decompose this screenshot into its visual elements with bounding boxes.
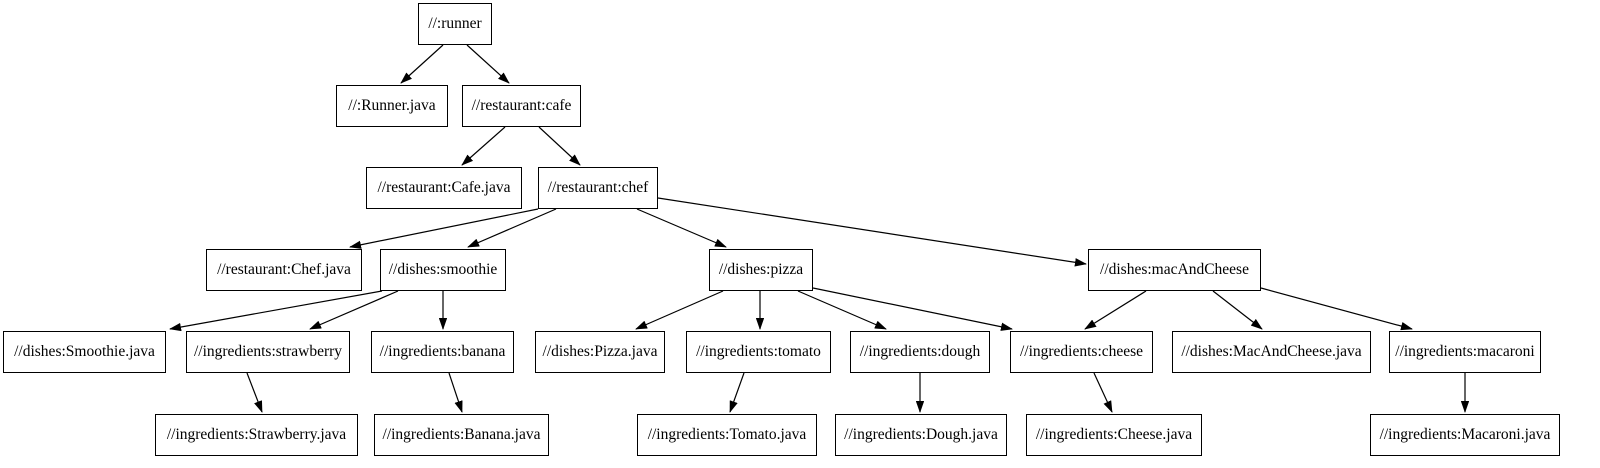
graph-node-label: //ingredients:Strawberry.java — [166, 426, 347, 444]
graph-node-ing-tomato-java[interactable]: //ingredients:Tomato.java — [637, 414, 817, 456]
graph-node-label: //restaurant:Chef.java — [217, 261, 351, 279]
graph-node-restaurant-cafe[interactable]: //restaurant:cafe — [462, 85, 581, 127]
graph-node-label: //dishes:smoothie — [388, 261, 498, 279]
graph-node-label: //ingredients:macaroni — [1395, 343, 1535, 361]
graph-node-label: //restaurant:chef — [547, 179, 649, 197]
graph-node-label: //ingredients:dough — [859, 343, 981, 361]
graph-node-ing-cheese[interactable]: //ingredients:cheese — [1010, 331, 1153, 373]
graph-node-label: //dishes:macAndCheese — [1100, 261, 1249, 279]
graph-node-ing-strawberry-java[interactable]: //ingredients:Strawberry.java — [155, 414, 358, 456]
graph-node-label: //ingredients:banana — [379, 343, 506, 361]
graph-node-runner[interactable]: //:runner — [418, 3, 492, 45]
graph-node-restaurant-chef-java[interactable]: //restaurant:Chef.java — [206, 249, 362, 291]
graph-node-ing-cheese-java[interactable]: //ingredients:Cheese.java — [1026, 414, 1202, 456]
graph-node-label: //ingredients:cheese — [1019, 343, 1144, 361]
graph-node-label: //ingredients:strawberry — [193, 343, 343, 361]
graph-node-label: //ingredients:Dough.java — [844, 426, 998, 444]
graph-node-ing-banana-java[interactable]: //ingredients:Banana.java — [374, 414, 549, 456]
graph-node-label: //:runner — [428, 15, 482, 33]
graph-node-dishes-pizza[interactable]: //dishes:pizza — [709, 249, 813, 291]
graph-node-ing-macaroni[interactable]: //ingredients:macaroni — [1389, 331, 1541, 373]
graph-node-label: //ingredients:tomato — [696, 343, 821, 361]
graph-node-label: //ingredients:Tomato.java — [647, 426, 807, 444]
graph-node-ing-dough-java[interactable]: //ingredients:Dough.java — [835, 414, 1007, 456]
graph-node-dishes-pizza-java[interactable]: //dishes:Pizza.java — [535, 331, 665, 373]
graph-node-dishes-macandcheese-java[interactable]: //dishes:MacAndCheese.java — [1172, 331, 1371, 373]
graph-node-ing-banana[interactable]: //ingredients:banana — [371, 331, 514, 373]
graph-node-label: //dishes:MacAndCheese.java — [1181, 343, 1362, 361]
graph-node-label: //restaurant:Cafe.java — [377, 179, 511, 197]
graph-node-label: //restaurant:cafe — [471, 97, 572, 115]
graph-node-label: //ingredients:Macaroni.java — [1379, 426, 1551, 444]
graph-node-ing-macaroni-java[interactable]: //ingredients:Macaroni.java — [1370, 414, 1560, 456]
graph-node-ing-dough[interactable]: //ingredients:dough — [850, 331, 990, 373]
graph-node-label: //ingredients:Cheese.java — [1035, 426, 1193, 444]
graph-node-label: //dishes:pizza — [718, 261, 804, 279]
graph-node-label: //:Runner.java — [348, 97, 436, 115]
graph-node-dishes-smoothie-java[interactable]: //dishes:Smoothie.java — [3, 331, 166, 373]
graph-node-runner-java[interactable]: //:Runner.java — [336, 85, 448, 127]
graph-node-dishes-macandcheese[interactable]: //dishes:macAndCheese — [1088, 249, 1261, 291]
graph-node-ing-strawberry[interactable]: //ingredients:strawberry — [186, 331, 350, 373]
graph-node-label: //dishes:Smoothie.java — [14, 343, 155, 361]
graph-node-restaurant-chef[interactable]: //restaurant:chef — [538, 167, 658, 209]
graph-node-dishes-smoothie[interactable]: //dishes:smoothie — [380, 249, 506, 291]
graph-node-restaurant-cafe-java[interactable]: //restaurant:Cafe.java — [366, 167, 522, 209]
graph-node-label: //ingredients:Banana.java — [382, 426, 541, 444]
graph-node-ing-tomato[interactable]: //ingredients:tomato — [686, 331, 831, 373]
graph-node-label: //dishes:Pizza.java — [542, 343, 658, 361]
